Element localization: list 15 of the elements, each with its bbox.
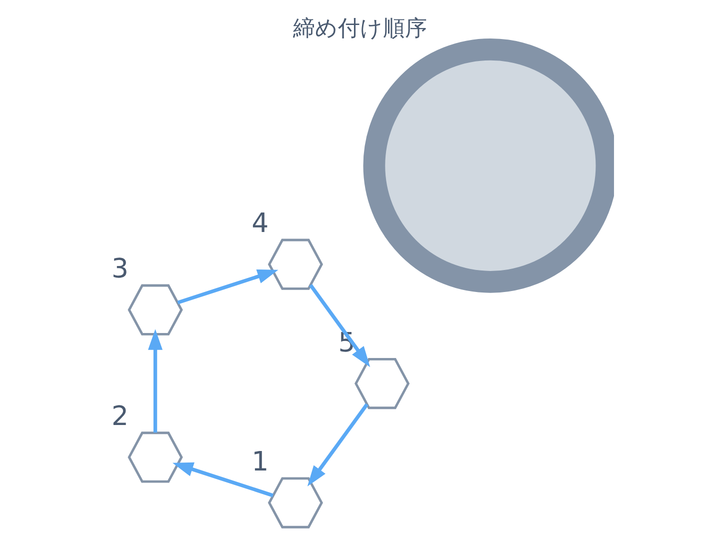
- node-label: 2: [111, 401, 129, 432]
- arrow: [307, 403, 368, 486]
- diagram-title: 締め付け順序: [292, 16, 427, 42]
- node-label: 1: [252, 446, 269, 478]
- node-hexagon: [268, 477, 323, 528]
- node-hexagon: [354, 358, 410, 410]
- node-hexagon: [128, 432, 183, 483]
- arrow: [172, 462, 274, 498]
- arrow: [177, 269, 278, 304]
- node-hexagon: [268, 238, 323, 290]
- node-label: 4: [252, 208, 269, 240]
- node-hexagon: [128, 284, 183, 336]
- node-label: 3: [111, 254, 129, 285]
- arrow: [309, 284, 370, 368]
- arrow: [148, 329, 163, 433]
